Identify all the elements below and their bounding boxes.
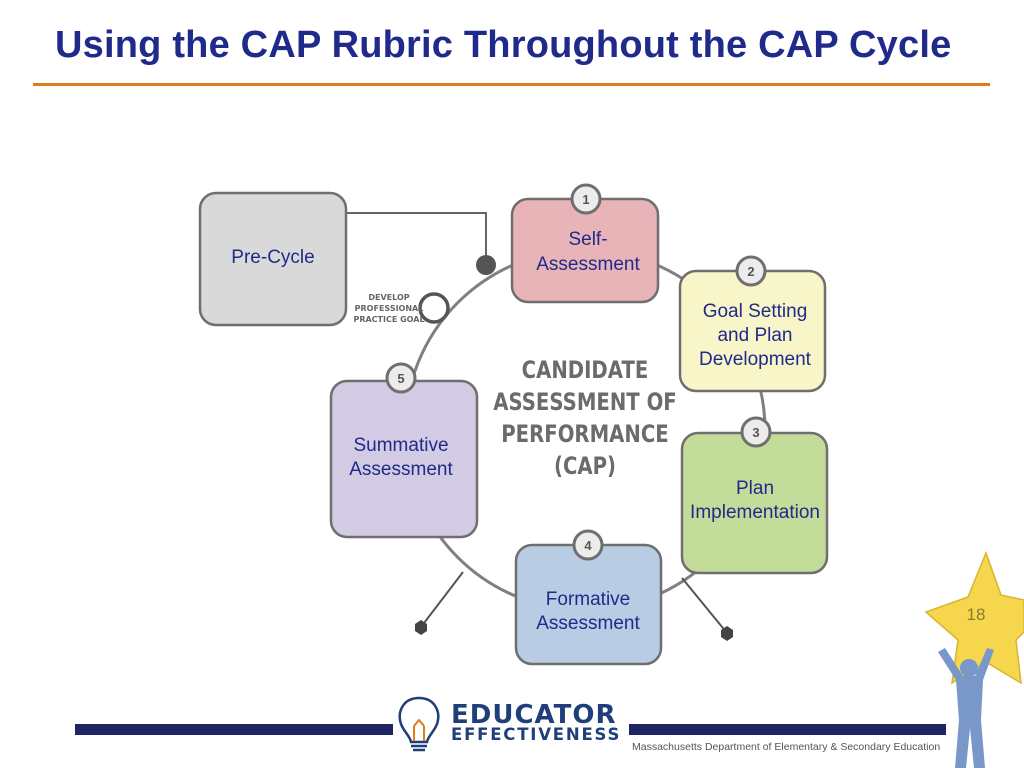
stage-4-box: Formative Assessment 4 (514, 529, 663, 666)
pre-cycle-connector (346, 212, 487, 264)
stage-5-badge (385, 362, 417, 394)
stage-4-label-line-2: Assessment (536, 613, 640, 634)
person-body (938, 648, 994, 768)
stage-2-badge (735, 255, 767, 287)
stage-3-label-line-2: Implementation (690, 502, 820, 523)
star-person-icon: 18 (924, 550, 1024, 768)
stage-1-badge (570, 183, 602, 215)
logo-line-2: EFFECTIVENESS (451, 725, 622, 744)
footer-bar-left (75, 724, 393, 735)
stage-2-label-line-2: and Plan (717, 325, 792, 346)
lightbulb-icon (398, 696, 440, 752)
stage-1-box: Self- Assessment 1 (510, 183, 660, 304)
stage-5-number: 5 (397, 371, 404, 386)
spoke-left-node (415, 620, 427, 635)
person-head (960, 659, 978, 677)
stage-3-label-line-1: Plan (736, 478, 774, 499)
spoke-right-node (721, 626, 733, 641)
center-title-line-1: CANDIDATE (522, 357, 649, 384)
pre-cycle-node (476, 255, 496, 275)
spoke-right (681, 577, 728, 634)
pre-cycle-box: Pre-Cycle (198, 191, 348, 327)
stage-1-label-line-1: Self- (568, 229, 607, 250)
pre-cycle-label: Pre-Cycle (231, 247, 314, 268)
goal-note-line-2: PROFESSIONAL (355, 304, 424, 313)
goal-note: DEVELOP PROFESSIONAL PRACTICE GOAL (353, 293, 424, 324)
title-divider (33, 83, 990, 86)
stage-3-number: 3 (752, 425, 759, 440)
center-title-line-2: ASSESSMENT OF (493, 389, 676, 416)
page-star (924, 550, 1024, 685)
center-title-line-4: (CAP) (554, 453, 616, 480)
stage-5-label-line-1: Summative (353, 435, 448, 456)
stage-2-label-line-3: Development (699, 349, 812, 370)
stage-3-badge (740, 416, 772, 448)
stage-3-box: Plan Implementation 3 (680, 416, 829, 575)
goal-note-line-1: DEVELOP (368, 293, 409, 302)
stage-1-number: 1 (582, 192, 589, 207)
stage-1-label-line-2: Assessment (536, 254, 640, 275)
center-title: CANDIDATE ASSESSMENT OF PERFORMANCE (CAP… (493, 357, 676, 480)
spoke-left (420, 571, 464, 628)
goal-node (418, 292, 450, 324)
footer-agency: Massachusetts Department of Elementary &… (632, 741, 941, 753)
logo-line-1: EDUCATOR (451, 700, 617, 730)
stage-4-number: 4 (584, 538, 592, 553)
footer-bar-right (629, 724, 946, 735)
stage-4-label-line-1: Formative (546, 589, 630, 610)
stage-5-box: Summative Assessment 5 (329, 362, 479, 539)
page-number: 18 (967, 605, 986, 624)
center-title-line-3: PERFORMANCE (501, 421, 668, 448)
stage-5-label-line-2: Assessment (349, 459, 453, 480)
stage-2-box: Goal Setting and Plan Development 2 (678, 255, 827, 393)
goal-note-line-3: PRACTICE GOAL (353, 315, 424, 324)
page-title: Using the CAP Rubric Throughout the CAP … (55, 24, 952, 66)
stage-2-label-line-1: Goal Setting (703, 301, 808, 322)
stage-2-number: 2 (747, 264, 754, 279)
stage-4-badge (572, 529, 604, 561)
